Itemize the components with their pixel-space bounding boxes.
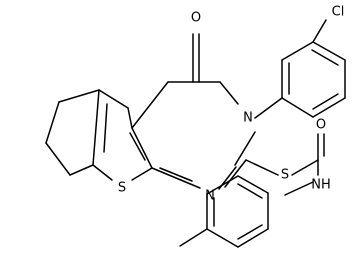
thiophene-ring	[92, 89, 153, 181]
bond	[291, 159, 319, 176]
bond	[92, 89, 100, 166]
bond	[281, 41, 314, 61]
bond	[69, 164, 94, 176]
atom-label-thioether-sulfur: S	[281, 168, 289, 183]
bond	[131, 81, 169, 129]
bond	[234, 131, 256, 166]
bond	[254, 97, 283, 119]
bond	[237, 228, 269, 248]
bond-double-inner	[312, 93, 339, 110]
bond	[58, 89, 100, 103]
bond	[206, 228, 239, 248]
bond	[151, 167, 201, 189]
bond-methyl	[179, 228, 208, 247]
bond	[127, 107, 133, 129]
bond-double-inner	[159, 167, 193, 182]
bond-double-inner	[237, 224, 263, 240]
bond	[206, 175, 239, 195]
bond	[131, 127, 153, 169]
bond	[281, 97, 314, 118]
bond	[245, 159, 279, 176]
chlorophenyl-ring	[254, 19, 346, 119]
bond-double-inner	[103, 103, 108, 153]
atom-label-amide-nitrogen: NH	[311, 178, 331, 193]
bond-double-inner	[311, 49, 339, 66]
bond	[98, 89, 129, 109]
bond	[45, 142, 71, 176]
atom-label-chlorine: Cl	[332, 5, 345, 20]
bond	[312, 41, 346, 61]
pyrimidinone-ring	[131, 81, 256, 190]
atom-label-amide-oxygen: O	[316, 118, 326, 133]
atom-label-thiophene-sulfur: S	[118, 181, 126, 196]
tolyl-ring	[179, 175, 269, 248]
ring-carbonyl	[192, 33, 200, 83]
bond	[92, 164, 113, 181]
cyclopentane-ring	[45, 89, 100, 176]
thioacetamide-chain	[245, 133, 325, 196]
bond	[237, 175, 269, 194]
bond	[45, 101, 60, 144]
bond	[312, 19, 327, 43]
bond-double-inner	[237, 183, 263, 199]
atom-label-ring-nitrogen-3: N	[243, 111, 253, 126]
atom-label-ring-nitrogen-1: N	[205, 189, 215, 204]
bond	[224, 159, 247, 188]
bond	[219, 81, 239, 105]
atom-labels: O Cl N N S S O NH	[118, 5, 344, 204]
bond	[312, 97, 346, 118]
bond	[284, 181, 314, 196]
atom-label-carbonyl-oxygen: O	[191, 11, 201, 26]
bond-double-inner	[129, 132, 146, 161]
bond	[131, 167, 153, 181]
